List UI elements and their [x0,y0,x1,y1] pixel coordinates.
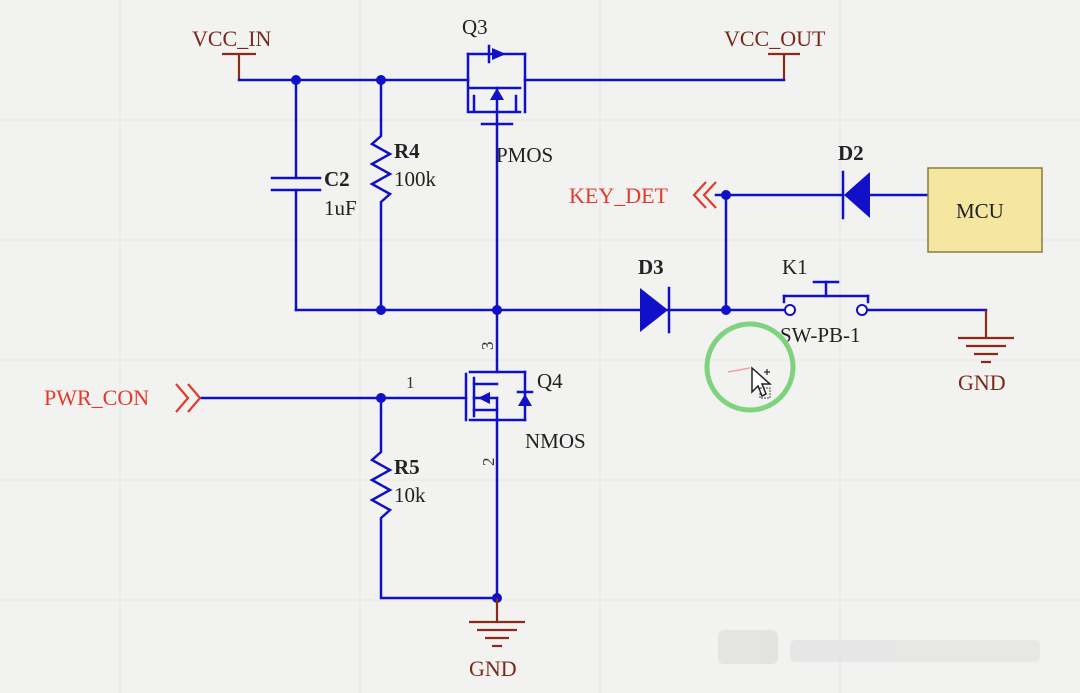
q4-designator: Q4 [537,369,563,393]
vcc-in-port[interactable]: VCC_IN [192,26,272,80]
pwr-con-label: PWR_CON [44,385,149,410]
k1-designator: K1 [782,255,808,279]
q4-pin3: 3 [478,342,497,351]
r5-resistor[interactable]: R5 10k [369,396,499,600]
q3-designator: Q3 [462,15,488,39]
q3-pmos[interactable]: Q3 PMOS [462,15,553,167]
pmos-label: PMOS [496,143,553,167]
blurred-watermark [718,630,1040,664]
nmos-label: NMOS [525,429,586,453]
gnd-bottom-port[interactable]: GND [469,598,525,681]
gnd-bottom-label: GND [469,656,517,681]
k1-switch[interactable]: K1 SW-PB-1 [780,255,870,347]
sw-label: SW-PB-1 [780,323,861,347]
key-det-net[interactable]: KEY_DET [569,181,845,312]
mouse-pointer-icon [751,366,772,399]
d3-designator: D3 [638,255,664,279]
vcc-out-label: VCC_OUT [724,26,826,51]
q4-nmos[interactable]: 3 Q4 NMOS 2 [464,308,586,600]
d2-designator: D2 [838,141,864,165]
d3-diode[interactable]: D3 [638,255,671,334]
c2-value: 1uF [324,196,357,220]
q4-pin1: 1 [406,373,415,392]
key-det-label: KEY_DET [569,183,669,208]
r4-value: 100k [394,167,437,191]
gnd-right-label: GND [958,370,1006,395]
d2-diode[interactable]: D2 [838,141,930,220]
cursor-highlight [704,321,796,413]
pwr-con-net[interactable]: PWR_CON 1 [44,373,468,413]
r5-value: 10k [394,483,426,507]
mcu-block[interactable]: MCU [927,167,1043,253]
r5-designator: R5 [394,455,420,479]
c2-designator: C2 [324,167,350,191]
mcu-label: MCU [956,199,1004,223]
junction-r4-bottom [376,305,386,315]
vcc-out-port[interactable]: VCC_OUT [724,26,826,80]
c2-capacitor[interactable]: C2 1uF [270,78,357,312]
vcc-in-label: VCC_IN [192,26,272,51]
gnd-right-port[interactable]: GND [958,310,1014,395]
r4-resistor[interactable]: R4 100k [369,78,437,312]
junction-key-det [721,190,731,200]
r4-designator: R4 [394,139,420,163]
q4-pin2: 2 [479,458,498,467]
